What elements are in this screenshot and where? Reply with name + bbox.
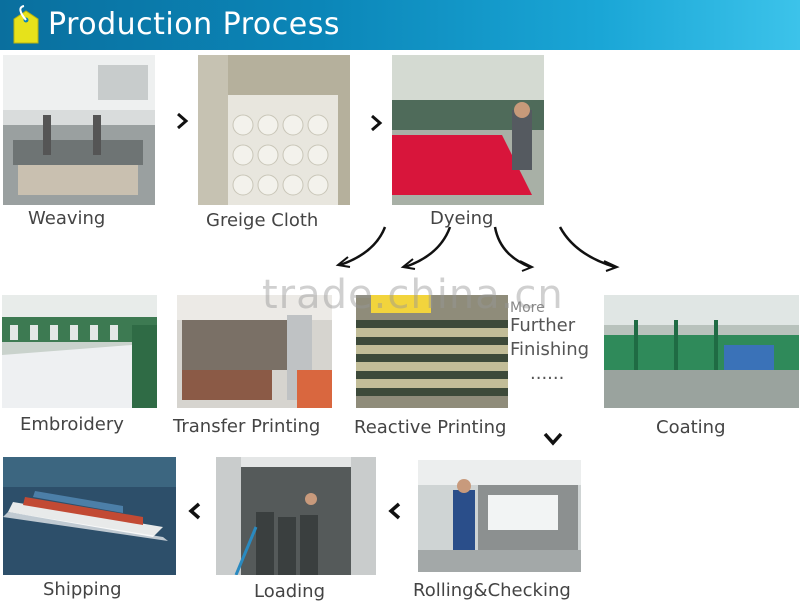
finishing-line-4: ...... — [530, 363, 565, 384]
finishing-line-3: Finishing — [510, 339, 590, 360]
embroidery-photo — [2, 295, 157, 408]
arrow-down-icon — [542, 430, 564, 448]
step-label-coating: Coating — [656, 417, 726, 438]
step-label-loading: Loading — [254, 581, 326, 602]
page-title: Production Process — [48, 7, 340, 42]
shipping-photo — [3, 457, 176, 575]
loading-photo — [216, 457, 376, 575]
reactive-printing-photo — [356, 295, 508, 408]
finishing-line-1: More — [510, 300, 545, 316]
arrow-left-icon — [186, 502, 204, 520]
step-label-transfer-printing: Transfer Printing — [173, 416, 321, 437]
watermark-text: trade.china.cn — [262, 272, 564, 318]
greige-cloth-photo — [198, 55, 350, 205]
weaving-photo — [3, 55, 155, 205]
step-label-embroidery: Embroidery — [20, 414, 124, 435]
coating-photo — [604, 295, 799, 408]
step-label-weaving: Weaving — [28, 208, 106, 229]
step-label-reactive-printing: Reactive Printing — [354, 417, 507, 438]
further-finishing-text: More Further Finishing ...... — [510, 300, 605, 386]
arrow-right-icon — [367, 114, 385, 132]
step-label-rolling-checking: Rolling&Checking — [413, 580, 571, 601]
arrow-right-icon — [173, 112, 191, 130]
tag-icon — [8, 5, 42, 45]
step-label-dyeing: Dyeing — [430, 208, 494, 229]
step-label-greige-cloth: Greige Cloth — [206, 210, 319, 231]
header-bar: Production Process — [0, 0, 800, 50]
dyeing-photo — [392, 55, 544, 205]
rolling-checking-photo — [418, 460, 581, 572]
branch-arrows-icon — [330, 225, 630, 275]
transfer-printing-photo — [177, 295, 332, 408]
arrow-left-icon — [386, 502, 404, 520]
finishing-line-2: Further — [510, 315, 576, 336]
step-label-shipping: Shipping — [43, 579, 122, 600]
